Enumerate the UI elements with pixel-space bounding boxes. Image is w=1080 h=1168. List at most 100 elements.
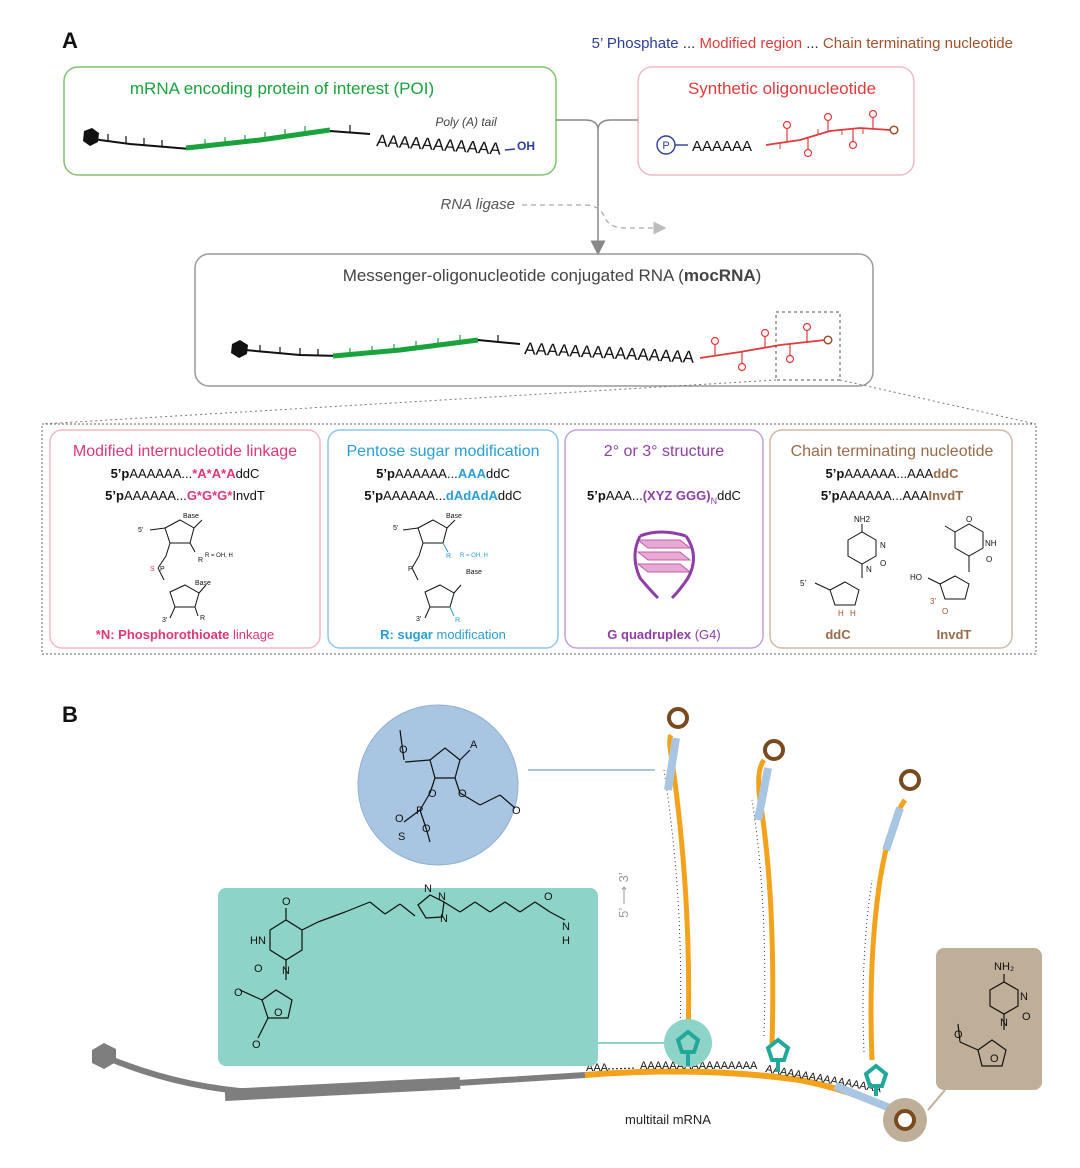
ddc-callout <box>936 948 1042 1090</box>
svg-text:O: O <box>254 963 263 975</box>
svg-text:O: O <box>234 987 243 999</box>
svg-text:O: O <box>428 788 437 800</box>
svg-text:R: R <box>446 553 451 560</box>
mocrna-title: Messenger-oligonucleotide conjugated RNA… <box>343 266 762 285</box>
svg-text:N: N <box>438 891 446 903</box>
legend-sep-2: ... <box>802 35 823 52</box>
svg-text:NH: NH <box>985 539 997 548</box>
svg-text:O: O <box>252 1039 261 1051</box>
svg-text:O: O <box>422 823 431 835</box>
svg-text:P: P <box>416 805 423 817</box>
linker-callout <box>218 888 598 1066</box>
g-quadruplex-icon <box>633 530 695 600</box>
svg-text:O: O <box>880 559 886 568</box>
svg-text:P: P <box>408 566 413 573</box>
svg-text:S: S <box>398 831 405 843</box>
coding-region <box>185 127 331 151</box>
card-terminating <box>769 429 1013 649</box>
multitail-label: multitail mRNA <box>625 1112 711 1127</box>
panel-b-label: B <box>62 702 78 727</box>
svg-text:R = OH, H: R = OH, H <box>205 553 233 559</box>
card-sugar-line2: 5’pAAAAAA...dAdAdAddC <box>364 488 522 503</box>
card-terminating-title: Chain terminating nucleotide <box>791 443 994 460</box>
blue-callout-labels: A O O O P O S O O <box>395 739 521 843</box>
svg-text:5’: 5’ <box>800 579 806 588</box>
tail-2 <box>751 739 785 1046</box>
mrna-coding-block <box>224 1077 461 1101</box>
invdt-label: InvdT <box>937 627 972 642</box>
oh-label: OH <box>517 139 535 153</box>
tan-callout-labels: NH₂ N N O O O <box>954 961 1031 1065</box>
ddc-label: ddC <box>825 627 851 642</box>
legend: 5’ Phosphate ... Modified region ... Cha… <box>592 35 1013 52</box>
svg-text:R: R <box>200 615 205 622</box>
ddc-chem-labels: NH2 N N O 5’ H H <box>800 515 886 618</box>
poly-a-label: Poly (A) tail <box>435 115 497 129</box>
svg-text:R = OH, H: R = OH, H <box>460 553 488 559</box>
ligase-label: RNA ligase <box>441 196 515 213</box>
details-frame <box>41 423 1037 655</box>
svg-text:R: R <box>455 617 460 624</box>
oligo-box <box>637 66 915 176</box>
oligo-seq: AAAAAA <box>692 138 752 155</box>
svg-text:O: O <box>954 1029 963 1041</box>
joining-lines <box>556 119 638 131</box>
sugar-structure <box>402 519 462 619</box>
svg-text:O: O <box>512 805 521 817</box>
card-structure-title: 2° or 3° structure <box>604 443 725 460</box>
svg-text:O: O <box>942 607 948 616</box>
legend-sep-1: ... <box>679 35 700 52</box>
mrna-box <box>63 66 557 176</box>
card-linkage-line1: 5’pAAAAAA...*A*A*AddC <box>111 466 260 481</box>
svg-text:O: O <box>395 813 404 825</box>
main-poly-a: AAAAAAAAAAAAAAAA <box>640 1060 758 1072</box>
oligo-box-title: Synthetic oligonucleotide <box>688 79 876 98</box>
svg-text:S: S <box>150 566 155 573</box>
teal-callout-labels: O HN O N N N N O N H O O O <box>234 883 570 1051</box>
svg-text:3’: 3’ <box>930 597 936 606</box>
svg-text:Base: Base <box>195 580 211 587</box>
legend-phosphate: 5’ Phosphate <box>592 35 679 52</box>
svg-text:O: O <box>966 515 972 524</box>
poly-a-seq: AAAAAAAAAAA <box>376 131 502 159</box>
svg-text:Base: Base <box>466 569 482 576</box>
svg-text:Base: Base <box>183 513 199 520</box>
svg-text:3’: 3’ <box>416 616 422 623</box>
svg-text:A: A <box>470 739 478 751</box>
oligo-modified-strand <box>765 109 899 158</box>
mrna-strand <box>89 129 371 151</box>
svg-text:O: O <box>1022 1011 1031 1023</box>
phosphorothioate-structure <box>149 519 207 619</box>
mocrna-modified-strand <box>699 322 833 372</box>
svg-text:Base: Base <box>446 513 462 520</box>
svg-text:P: P <box>160 566 165 573</box>
svg-text:NH2: NH2 <box>854 515 871 524</box>
mocrna-cap-icon <box>231 340 248 358</box>
blue-callout-structure <box>399 729 516 843</box>
svg-text:N: N <box>1000 1017 1008 1029</box>
card-linkage-footer: *N: Phosphorothioate linkage <box>96 627 274 642</box>
linkage-chem-labels: Base 5’ R R = OH, H S P Base R 3’ <box>138 513 233 624</box>
cap-icon <box>83 128 99 146</box>
svg-text:N: N <box>880 541 886 550</box>
svg-text:3’: 3’ <box>162 617 168 624</box>
svg-text:N: N <box>866 565 872 574</box>
svg-text:O: O <box>399 744 408 756</box>
card-sugar <box>327 429 559 649</box>
card-structure <box>564 429 764 649</box>
zoom-lines <box>41 379 1037 425</box>
coding-ticks <box>204 126 306 146</box>
card-linkage <box>49 429 321 649</box>
svg-text:NH₂: NH₂ <box>994 961 1014 973</box>
mrna-box-title: mRNA encoding protein of interest (POI) <box>130 79 434 98</box>
legend-modified: Modified region <box>699 35 802 52</box>
card-structure-footer: G quadruplex (G4) <box>607 627 720 642</box>
svg-text:O: O <box>544 891 553 903</box>
card-terminating-line1: 5’pAAAAAA...AAAddC <box>826 466 960 481</box>
legend-terminating: Chain terminating nucleotide <box>823 35 1013 52</box>
card-sugar-line1: 5’pAAAAAA...AAAddC <box>376 466 510 481</box>
tail-3 <box>862 769 921 1061</box>
sugar-mod-callout <box>357 704 519 866</box>
svg-text:HN: HN <box>250 935 266 947</box>
